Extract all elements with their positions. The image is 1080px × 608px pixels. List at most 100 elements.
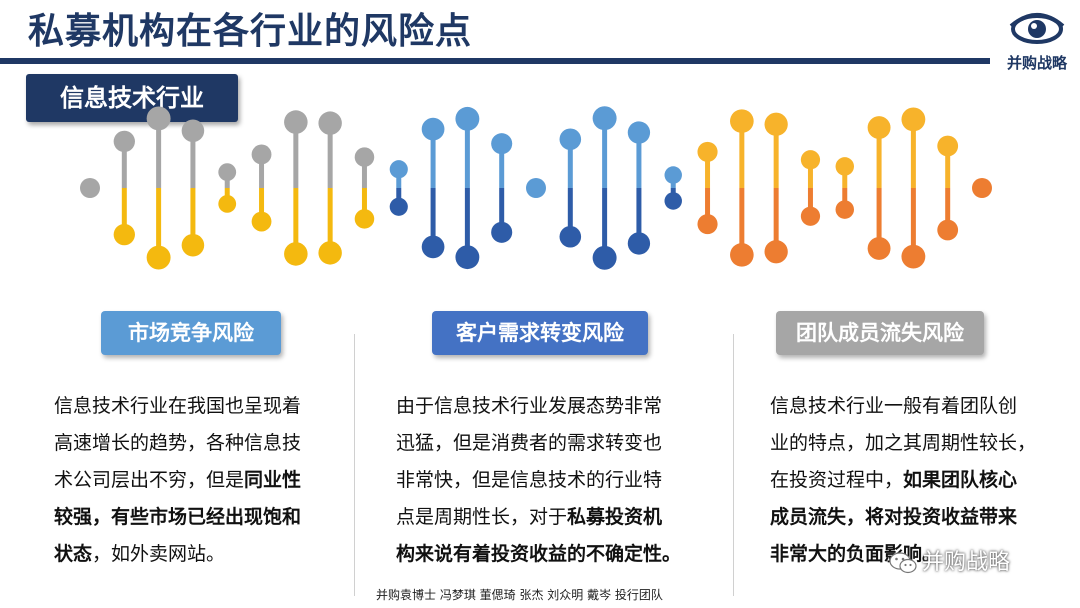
helix-node-bottom xyxy=(627,232,651,255)
page-title: 私募机构在各行业的风险点 xyxy=(28,11,473,52)
emphasis-text: 构来说有着投资收益的不确定性。 xyxy=(396,543,682,565)
text-line: 点是周期性长，对于私募投资机 xyxy=(396,499,706,536)
helix-node-top xyxy=(318,111,342,135)
body-text: 业的特点，加之其周期性较长， xyxy=(770,432,1037,454)
brand-logo: 并购战略 xyxy=(998,8,1076,74)
helix-node-top xyxy=(937,135,959,157)
helix-node-top xyxy=(181,119,205,143)
emphasis-text: 成员流失，将对投资收益带来 xyxy=(770,506,1018,528)
helix-node-top xyxy=(491,133,513,155)
badge-team-attrition-risk: 团队成员流失风险 xyxy=(776,311,984,355)
helix-node-top xyxy=(455,106,480,131)
text-line: 业的特点，加之其周期性较长， xyxy=(770,425,1060,462)
dna-helix-graphic xyxy=(80,106,992,270)
body-text: 非常快，但是信息技术的行业特 xyxy=(396,469,663,491)
text-line: 构来说有着投资收益的不确定性。 xyxy=(396,536,706,573)
text-line: 信息技术行业一般有着团队创 xyxy=(770,388,1060,425)
text-line: 非常快，但是信息技术的行业特 xyxy=(396,462,706,499)
section-tag: 信息技术行业 xyxy=(26,74,238,122)
helix-node-center xyxy=(80,178,100,198)
helix-node-top xyxy=(354,147,375,167)
helix-node-bottom xyxy=(937,219,959,241)
column-text-demand: 由于信息技术行业发展态势非常迅猛，但是消费者的需求转变也非常快，但是信息技术的行… xyxy=(396,388,706,573)
body-text: 迅猛，但是消费者的需求转变也 xyxy=(396,432,663,454)
helix-node-bottom xyxy=(284,242,308,266)
body-text: ，如外卖网站。 xyxy=(92,543,226,565)
helix-node-bottom xyxy=(181,233,205,257)
helix-node-top xyxy=(697,141,718,162)
helix-node-bottom xyxy=(697,214,718,235)
title-underline xyxy=(0,58,990,64)
helix-node-top xyxy=(627,121,651,144)
helix-node-bottom xyxy=(146,245,171,270)
helix-node-center xyxy=(972,178,992,198)
helix-node-top xyxy=(800,150,821,170)
helix-node-bottom xyxy=(421,235,445,259)
body-text: 术公司层出不穷，但是 xyxy=(54,469,245,491)
column-text-team: 信息技术行业一般有着团队创业的特点，加之其周期性较长， 在投资过程中，如果团队核心… xyxy=(770,388,1060,573)
watermark-text: 并购战略 xyxy=(922,550,1011,575)
body-text: 信息技术行业在我国也呈现着 xyxy=(54,395,302,417)
helix-node-top xyxy=(730,109,754,133)
emphasis-text: 同业性 xyxy=(244,469,302,491)
helix-node-top xyxy=(389,160,408,179)
badge-customer-demand-risk: 客户需求转变风险 xyxy=(432,311,648,355)
emphasis-text: 较强，有些市场已经出现饱和 xyxy=(54,506,302,528)
helix-node-bottom xyxy=(354,209,375,229)
emphasis-text: 状态 xyxy=(54,543,93,565)
helix-node-bottom xyxy=(318,241,342,265)
helix-node-top xyxy=(251,144,272,165)
badge-market-competition-risk: 市场竞争风险 xyxy=(101,311,281,355)
text-line: 状态，如外卖网站。 xyxy=(54,536,334,573)
helix-node-bottom xyxy=(867,236,891,260)
body-text: 点是周期性长，对于 xyxy=(396,506,568,528)
text-line: 成员流失，将对投资收益带来 xyxy=(770,499,1060,536)
helix-node-bottom xyxy=(764,240,788,264)
helix-node-bottom xyxy=(901,244,926,269)
column-divider xyxy=(733,334,734,596)
helix-node-top xyxy=(764,112,788,136)
helix-node-top xyxy=(421,117,445,141)
helix-node-center xyxy=(526,178,546,198)
helix-node-top xyxy=(218,163,237,182)
helix-node-top xyxy=(835,157,855,176)
text-line: 在投资过程中，如果团队核心 xyxy=(770,462,1060,499)
helix-node-bottom xyxy=(113,223,135,246)
body-text: 由于信息技术行业发展态势非常 xyxy=(396,395,663,417)
text-line: 较强，有些市场已经出现饱和 xyxy=(54,499,334,536)
helix-node-top xyxy=(146,106,171,131)
helix-node-top xyxy=(559,128,582,151)
helix-node-bottom xyxy=(559,225,582,248)
eye-icon xyxy=(1009,13,1065,44)
helix-node-top xyxy=(592,106,617,131)
footer-credits: 并购袁博士 冯梦琪 董偲琦 张杰 刘众明 戴岑 投行团队 xyxy=(376,588,663,602)
text-line: 信息技术行业在我国也呈现着 xyxy=(54,388,334,425)
helix-node-bottom xyxy=(664,192,682,210)
helix-node-bottom xyxy=(835,200,855,219)
text-line: 高速增长的趋势，各种信息技 xyxy=(54,425,334,462)
helix-node-top xyxy=(867,116,891,140)
helix-node-bottom xyxy=(800,206,821,226)
wechat-icon xyxy=(889,552,917,574)
body-text: 在投资过程中， xyxy=(770,469,904,491)
helix-node-bottom xyxy=(389,197,408,216)
helix-node-bottom xyxy=(251,211,272,232)
text-line: 术公司层出不穷，但是同业性 xyxy=(54,462,334,499)
column-text-market: 信息技术行业在我国也呈现着高速增长的趋势，各种信息技术公司层出不穷，但是同业性较… xyxy=(54,388,334,573)
column-divider xyxy=(354,334,355,596)
logo-text: 并购战略 xyxy=(1006,54,1067,72)
emphasis-text: 如果团队核心 xyxy=(903,469,1018,491)
emphasis-text: 私募投资机 xyxy=(567,506,663,528)
helix-node-top xyxy=(901,107,926,132)
text-line: 由于信息技术行业发展态势非常 xyxy=(396,388,706,425)
helix-node-bottom xyxy=(592,245,617,270)
helix-node-top xyxy=(113,130,135,153)
helix-node-bottom xyxy=(491,221,513,243)
helix-node-top xyxy=(664,166,682,184)
body-text: 信息技术行业一般有着团队创 xyxy=(770,395,1018,417)
helix-node-bottom xyxy=(455,245,480,270)
helix-node-bottom xyxy=(218,194,237,213)
watermark: 并购战略 xyxy=(888,544,1010,576)
helix-node-bottom xyxy=(730,243,754,267)
text-line: 迅猛，但是消费者的需求转变也 xyxy=(396,425,706,462)
